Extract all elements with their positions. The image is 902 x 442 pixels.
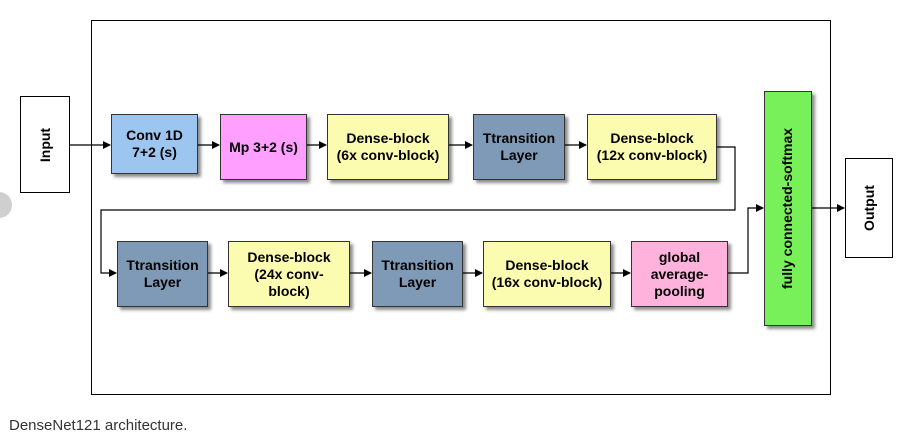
maxpool-block: Mp 3+2 (s): [220, 114, 307, 180]
dense-block-12: Dense-block (12x conv-block): [587, 114, 717, 180]
transition-layer-1: Ttransition Layer: [473, 114, 565, 180]
transition-layer-2: Ttransition Layer: [117, 241, 208, 307]
conv1d-label: Conv 1D 7+2 (s): [126, 127, 183, 160]
dense-block-6-label: Dense-block (6x conv-block): [336, 130, 440, 163]
dense-block-16: Dense-block (16x conv-block): [483, 241, 611, 307]
dense-block-6: Dense-block (6x conv-block): [327, 114, 449, 180]
input-box: Input: [20, 96, 70, 193]
dense-block-16-label: Dense-block (16x conv-block): [491, 257, 603, 290]
transition-layer-2-label: Ttransition Layer: [126, 257, 199, 290]
global-avg-pool-block: global average- pooling: [631, 241, 728, 307]
global-avg-pool-label: global average- pooling: [650, 248, 709, 299]
transition-layer-3: Ttransition Layer: [372, 241, 463, 307]
dense-block-24-label: Dense-block (24x conv- block): [247, 248, 331, 299]
arrow-gap-fc: [728, 204, 764, 274]
figure-caption: DenseNet121 architecture.: [9, 417, 188, 434]
conv1d-block: Conv 1D 7+2 (s): [111, 114, 198, 174]
side-scroll-handle: [0, 192, 12, 218]
transition-layer-3-label: Ttransition Layer: [381, 257, 454, 290]
dense-block-24: Dense-block (24x conv- block): [228, 241, 350, 307]
arrow-row-wrap: [100, 146, 736, 277]
maxpool-label: Mp 3+2 (s): [229, 138, 298, 155]
fc-softmax-block: fully connected-softmax: [764, 91, 812, 326]
dense-block-12-label: Dense-block (12x conv-block): [596, 130, 708, 163]
output-box: Output: [845, 158, 893, 258]
transition-layer-1-label: Ttransition Layer: [482, 130, 556, 163]
